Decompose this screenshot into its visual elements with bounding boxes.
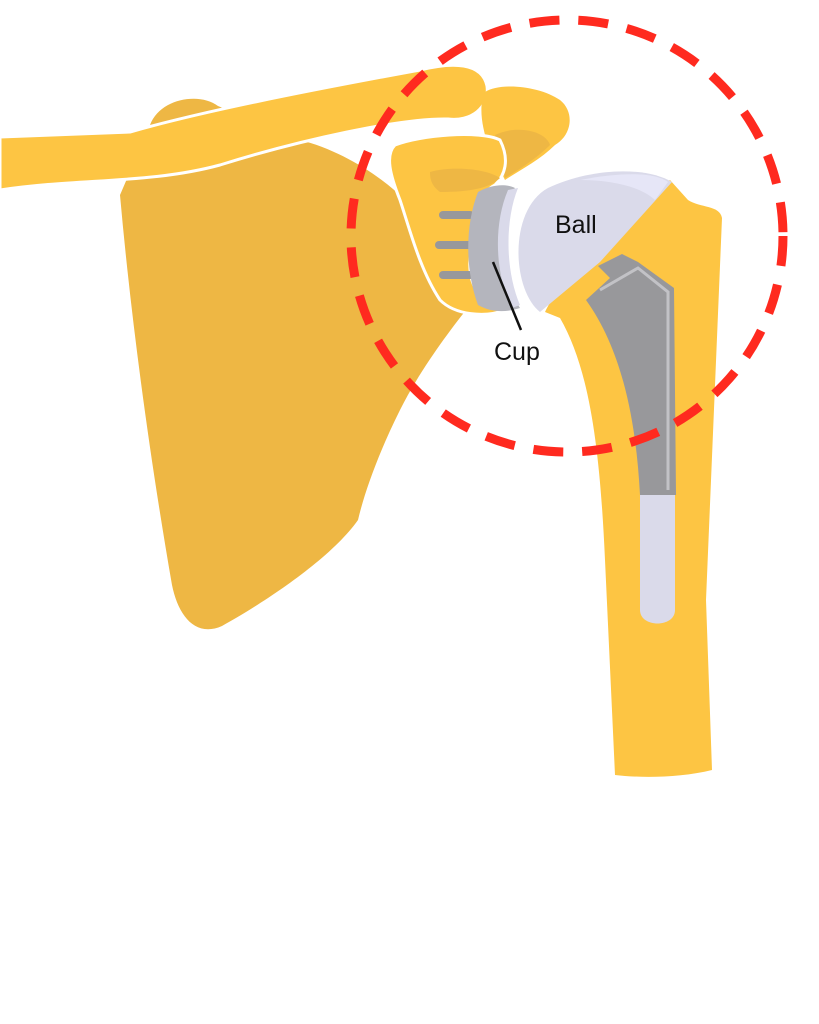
ball-highlight — [580, 174, 668, 200]
highlight-circle — [346, 15, 788, 457]
cup-pegs — [435, 211, 474, 279]
humerus — [545, 180, 722, 777]
ball-implant — [518, 171, 672, 312]
ball-label: Ball — [555, 211, 597, 239]
acromion-shadow — [495, 129, 550, 178]
cup-liner — [497, 188, 520, 308]
cup-implant — [468, 185, 520, 312]
scapula — [120, 98, 470, 630]
stem-highlight — [599, 266, 670, 490]
clavicle — [0, 63, 489, 192]
cup-label: Cup — [494, 338, 540, 366]
coracoid-shadow — [430, 168, 500, 192]
stem-distal — [640, 495, 675, 624]
cup-pointer-line — [491, 261, 523, 331]
